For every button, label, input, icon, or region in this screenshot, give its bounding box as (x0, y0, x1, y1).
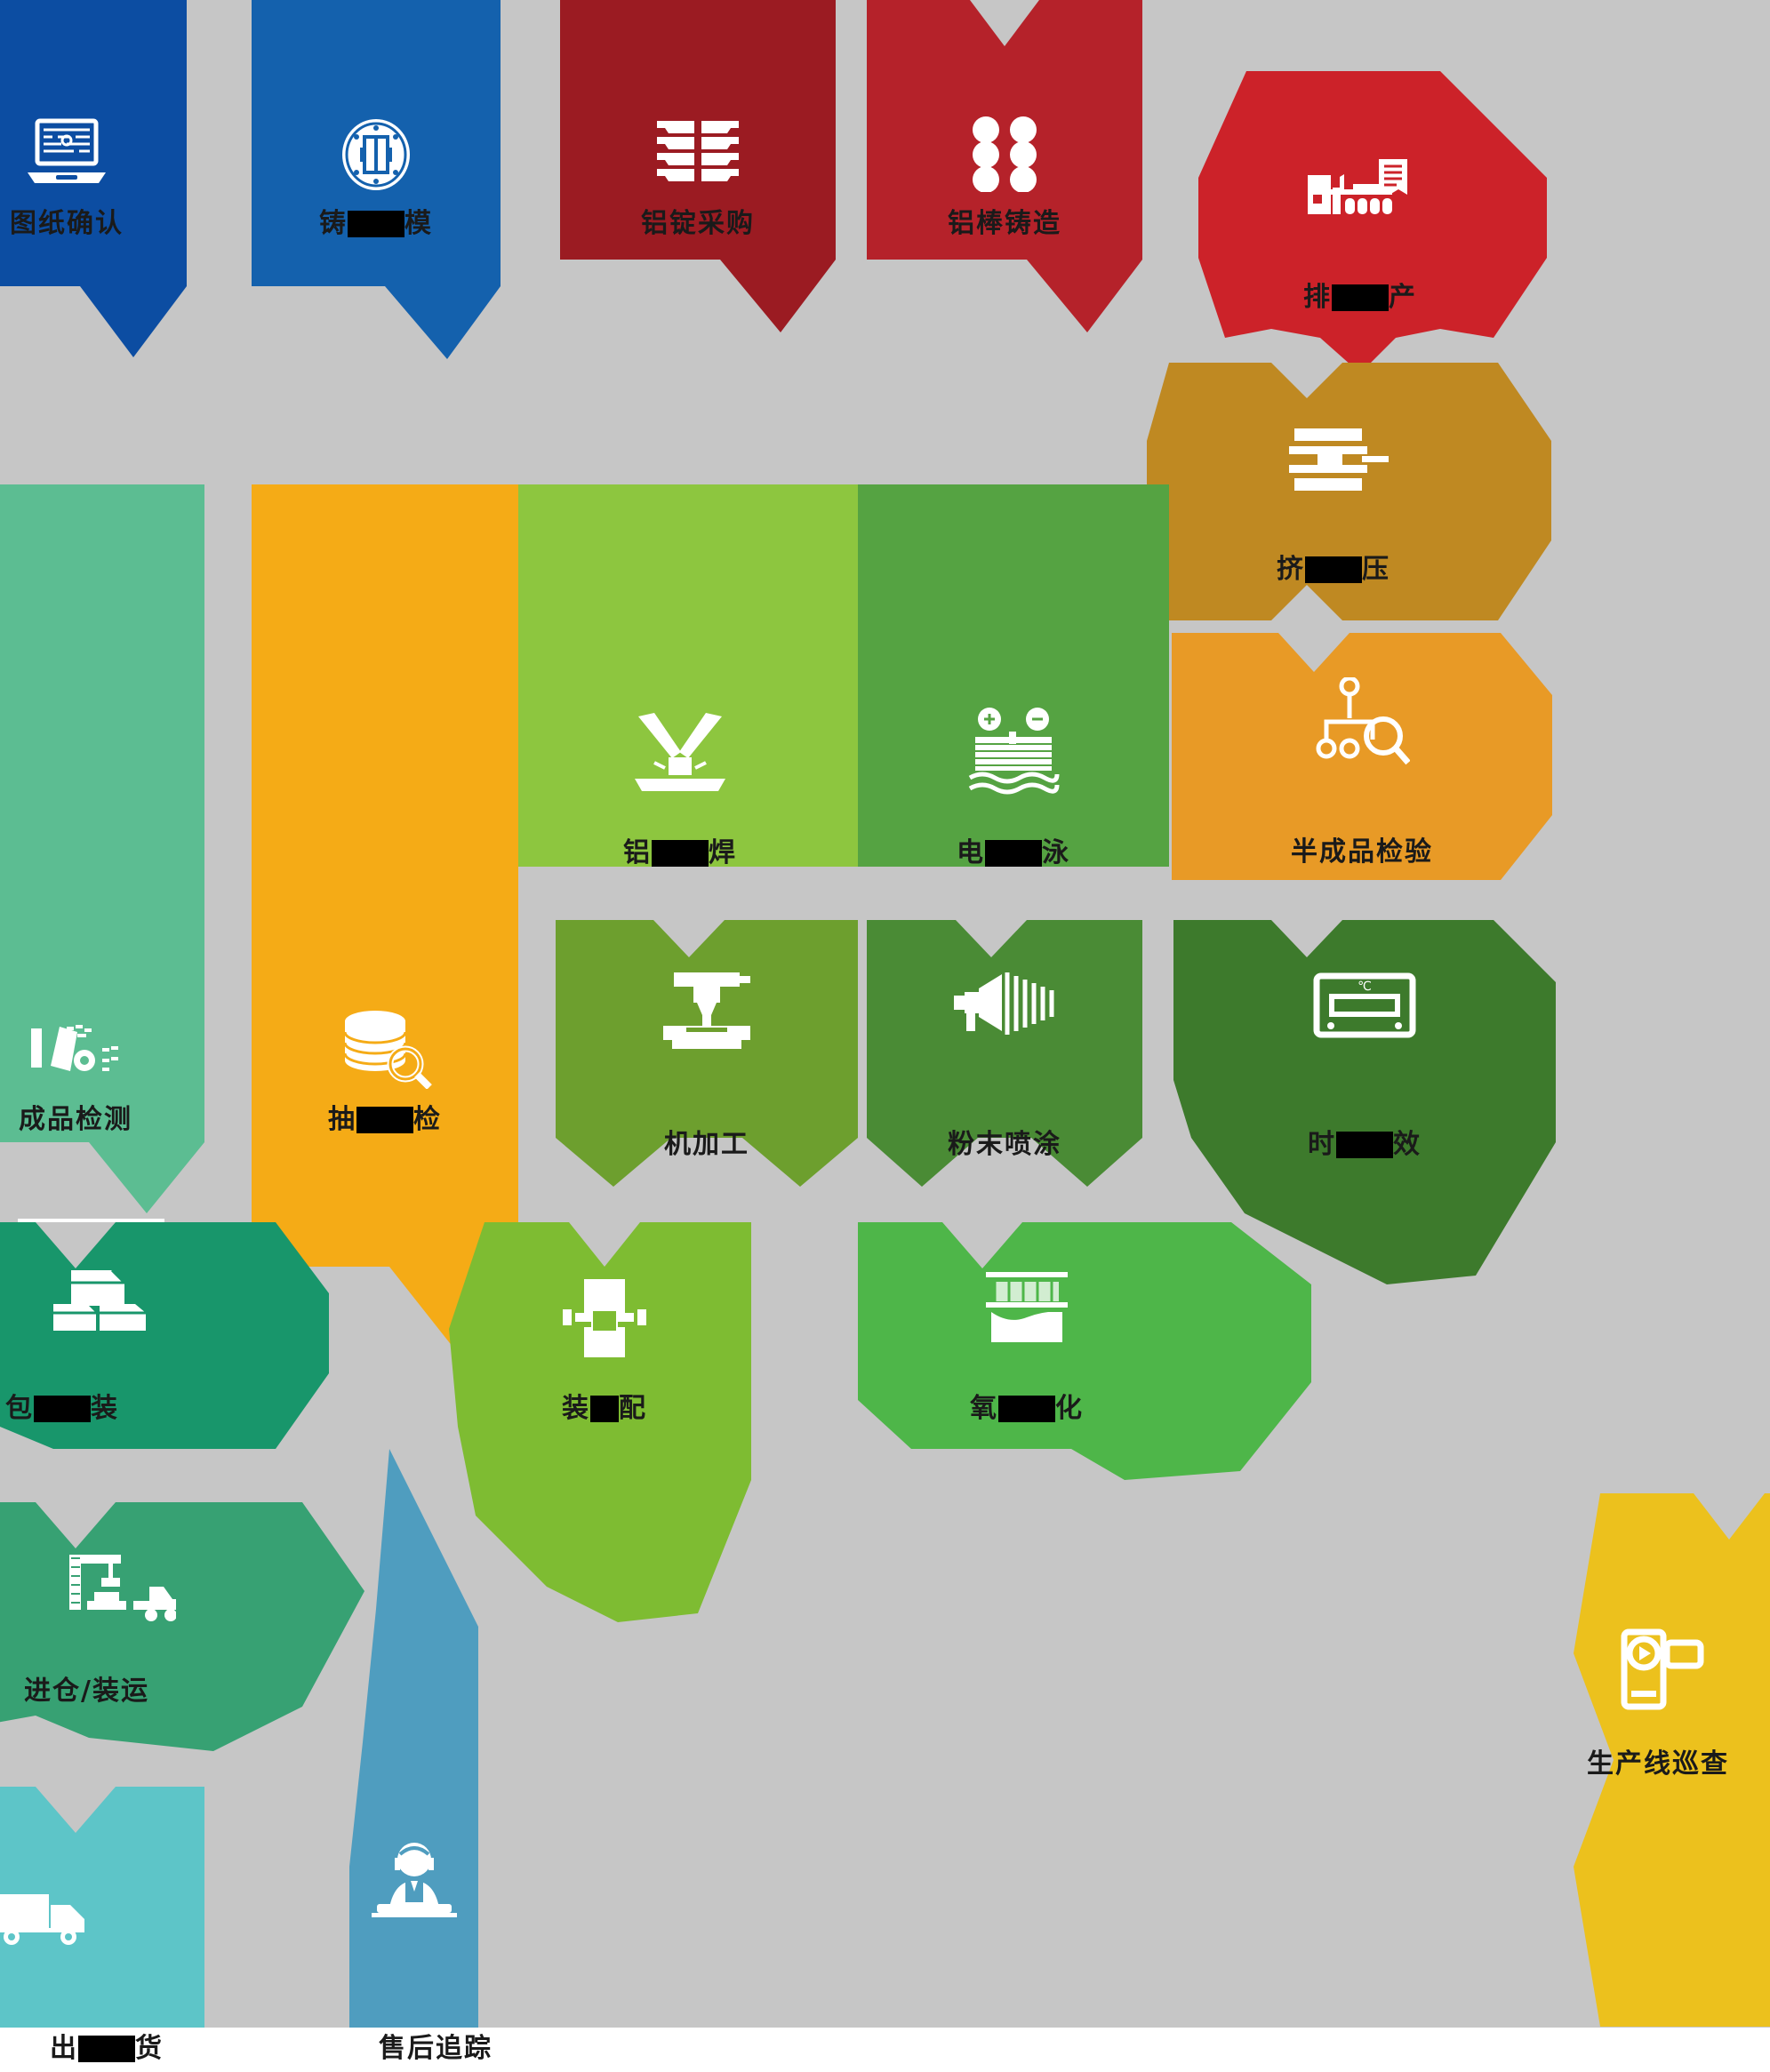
node-label: 粉末喷涂 (948, 1129, 1061, 1160)
node-anodizing[interactable]: 氧阳极化 (858, 1222, 1311, 1498)
node-label: 铸造开模 (319, 208, 433, 239)
node-label: 排单生产 (1303, 282, 1417, 313)
node-after-sales-tracking[interactable] (252, 1449, 545, 2028)
node-label: 铝锭采购 (641, 208, 755, 239)
node-label: 氧阳极化 (970, 1393, 1084, 1424)
node-label: 挤出成压 (1277, 554, 1390, 585)
node-label: 半成品检验 (1291, 836, 1433, 868)
node-label-shipment: 出库发货 (50, 2033, 164, 2064)
node-machining[interactable]: 机加工 (556, 920, 858, 1191)
node-finished-inspection[interactable]: 成品检测 (0, 484, 204, 1222)
node-label: 成品检测 (19, 1104, 132, 1135)
node-label: 电解泳泳 (957, 837, 1070, 868)
node-powder-coating[interactable]: 粉末喷涂 (867, 920, 1142, 1191)
node-label: 装组配 (562, 1393, 647, 1424)
node-extrusion[interactable]: 挤出成压 (1116, 363, 1551, 634)
node-drawing-confirm[interactable]: 图纸确认 (0, 0, 187, 366)
node-billet-casting[interactable]: 铝棒铸造 (867, 0, 1142, 340)
node-label: 包内外装 (5, 1393, 119, 1424)
node-ingot-purchase[interactable]: 铝锭采购 (560, 0, 836, 340)
node-label: 图纸确认 (10, 208, 124, 239)
node-aluminum-welding[interactable]: 铝合金焊 (502, 484, 858, 876)
node-line-patrol[interactable]: 生产线巡查 (1565, 1493, 1770, 2027)
node-label: 时效处效 (1308, 1129, 1422, 1160)
node-label: 机加工 (664, 1129, 749, 1160)
bottom-strip (0, 2028, 1770, 2072)
node-label: 铝棒铸造 (948, 208, 1061, 239)
node-label: 进仓/装运 (24, 1676, 149, 1707)
node-production-scheduling[interactable]: 排单生产 (1173, 71, 1547, 373)
node-shipment[interactable] (0, 1787, 204, 2028)
node-label: 铝合金焊 (623, 837, 737, 868)
node-electrophoresis[interactable]: 电解泳泳 (858, 484, 1169, 876)
node-semi-finished-inspection[interactable]: 半成品检验 (1172, 633, 1552, 891)
node-label: 抽样送检 (328, 1104, 442, 1135)
node-mold-casting[interactable]: 铸造开模 (252, 0, 501, 366)
section-divider (18, 1219, 164, 1222)
node-label-after-sales: 售后追踪 (379, 2033, 493, 2064)
node-label: 生产线巡查 (1587, 1748, 1729, 1780)
